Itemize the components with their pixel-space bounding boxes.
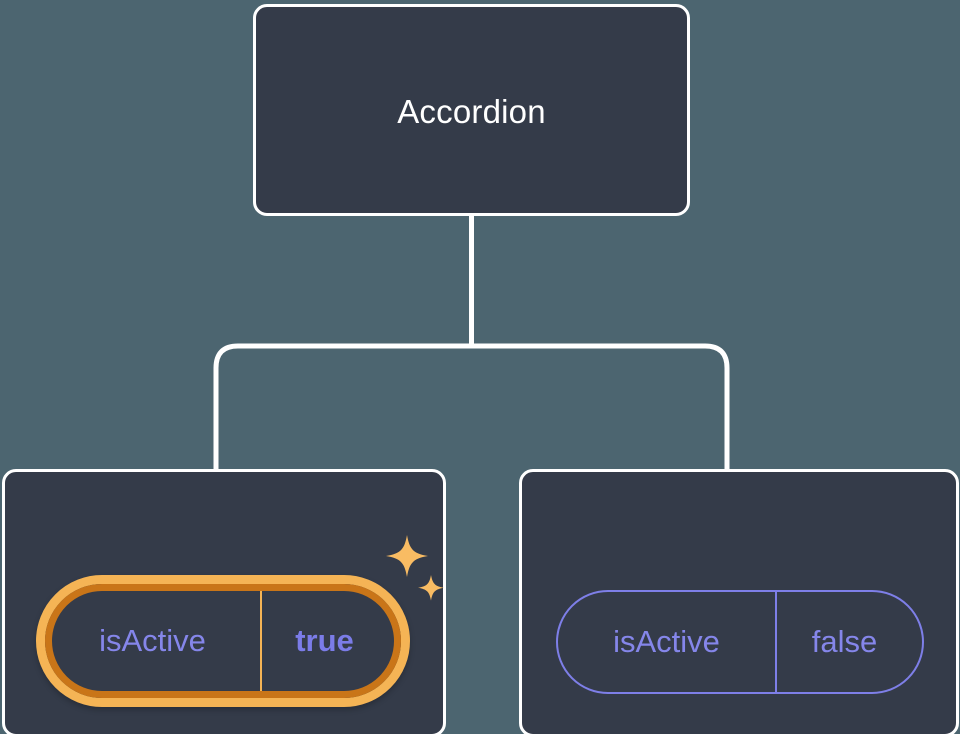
prop-key: isActive — [558, 592, 777, 692]
edge-bus-to-children — [213, 343, 730, 470]
prop-key: isActive — [45, 584, 262, 698]
prop-value: true — [295, 623, 354, 658]
prop-pill-is-active-false[interactable]: isActive false — [556, 590, 924, 694]
node-title: Accordion — [397, 93, 546, 130]
tree-node-accordion[interactable]: Accordion — [253, 4, 690, 216]
prop-pill-is-active-true[interactable]: isActive true — [36, 575, 410, 707]
prop-value: false — [811, 624, 878, 659]
